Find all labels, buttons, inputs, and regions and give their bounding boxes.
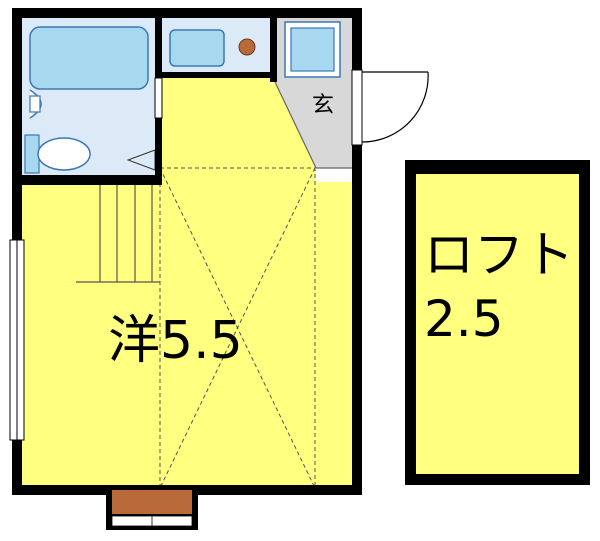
stove-icon	[238, 38, 256, 56]
toilet-icon	[24, 134, 91, 174]
entrance-label: 玄	[312, 93, 334, 118]
loft-label-line1: ロフト	[424, 226, 574, 284]
stairs-icon	[76, 185, 160, 283]
main-room-floor	[22, 182, 352, 488]
door-swing-icon	[351, 69, 429, 146]
loft-room	[405, 160, 590, 485]
washbasin-icon	[29, 89, 42, 119]
shoe-cabinet-icon	[284, 21, 341, 78]
sink-icon	[169, 29, 225, 67]
bathtub-icon	[29, 26, 149, 90]
loft-outline	[159, 167, 316, 489]
balcony	[106, 485, 198, 530]
window-icon	[9, 239, 25, 441]
loft-label-line2: 2.5	[424, 290, 504, 348]
main-room-label: 洋5.5	[108, 311, 243, 371]
